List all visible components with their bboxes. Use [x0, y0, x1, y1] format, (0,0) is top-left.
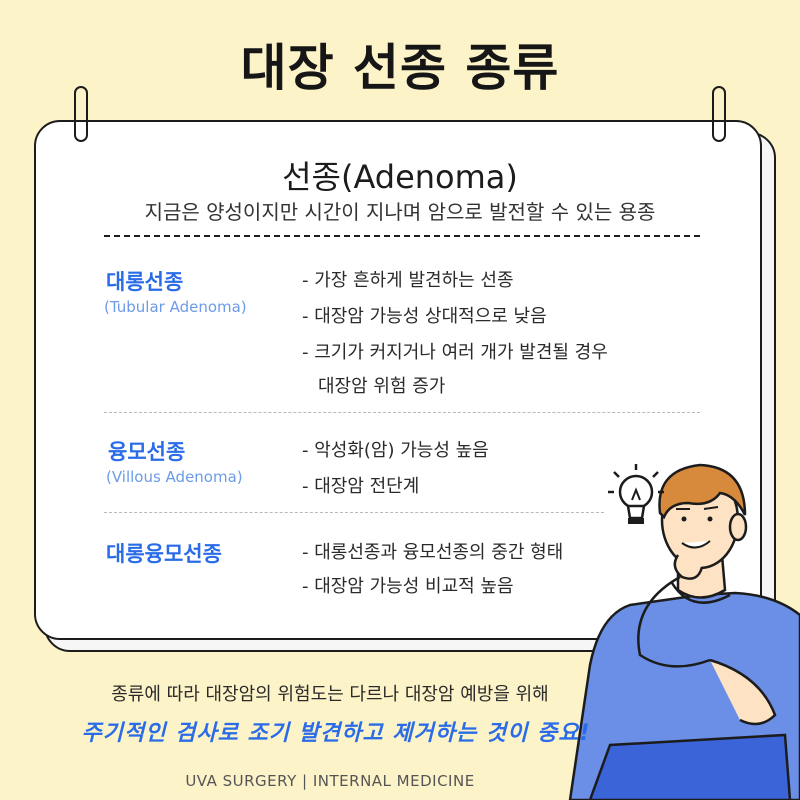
- binder-ring-right: [712, 86, 726, 142]
- type-name-tubular: 대롱선종: [106, 270, 184, 294]
- credit-line: UVA SURGERY | INTERNAL MEDICINE: [185, 772, 475, 790]
- type-name-tubulovillous: 대롱융모선종: [106, 542, 222, 566]
- type-name-villous: 융모선종: [108, 440, 186, 464]
- card-heading: 선종(Adenoma): [282, 158, 518, 196]
- type-english-tubular: (Tubular Adenoma): [104, 298, 247, 316]
- type-point: - 대롱선종과 융모선종의 중간 형태: [302, 542, 564, 563]
- section-divider: [104, 412, 700, 413]
- type-english-villous: (Villous Adenoma): [106, 468, 243, 486]
- type-point: - 대장암 가능성 상대적으로 낮음: [302, 306, 547, 327]
- binder-ring-left: [74, 86, 88, 142]
- page-title: 대장 선종 종류: [240, 39, 560, 97]
- section-divider: [104, 512, 604, 513]
- type-point: - 대장암 전단계: [302, 476, 420, 497]
- footer-emphasis: 주기적인 검사로 조기 발견하고 제거하는 것이 중요!: [81, 721, 591, 746]
- heading-divider: [104, 235, 700, 237]
- info-card: [34, 120, 762, 640]
- type-point: - 가장 흔하게 발견하는 선종: [302, 270, 514, 291]
- type-point: - 크기가 커지거나 여러 개가 발견될 경우: [302, 342, 608, 363]
- thinking-man-illustration: [568, 463, 800, 800]
- footer-note: 종류에 따라 대장암의 위험도는 다르나 대장암 예방을 위해: [111, 684, 549, 705]
- lightbulb-icon: [608, 464, 664, 524]
- type-point: - 악성화(암) 가능성 높음: [302, 440, 489, 461]
- type-point: - 대장암 가능성 비교적 높음: [302, 576, 514, 597]
- type-point: 대장암 위험 증가: [318, 376, 446, 397]
- card-subtitle: 지금은 양성이지만 시간이 지나며 암으로 발전할 수 있는 용종: [144, 200, 656, 224]
